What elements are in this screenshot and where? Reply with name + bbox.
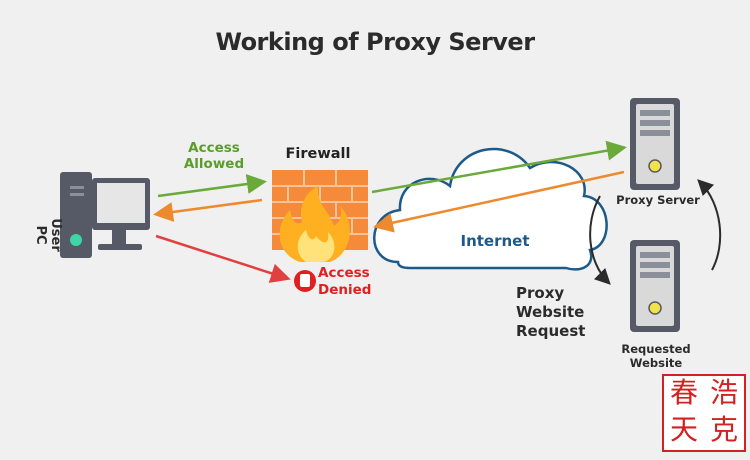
proxy-to-website-curve-arrow <box>589 195 611 285</box>
access-denied-label: Access Denied <box>318 265 372 298</box>
requested-website-label: Requested Website <box>621 342 691 370</box>
proxy-server-icon <box>630 98 680 190</box>
seal-char: 春 <box>669 376 698 409</box>
firewall-label: Firewall <box>285 146 351 162</box>
response-to-firewall-arrow <box>373 170 625 233</box>
response-to-pc-arrow <box>153 198 263 222</box>
requested-website-server-icon <box>630 240 680 332</box>
internet-label: Internet <box>460 232 530 250</box>
flame-icon <box>279 186 350 262</box>
access-denied-arrow <box>155 234 291 283</box>
user-pc-icon <box>60 172 150 258</box>
access-allowed-arrow <box>157 174 267 198</box>
internet-cloud <box>373 147 608 271</box>
website-to-proxy-curve-arrow <box>697 179 722 271</box>
seal-stamp: 春 浩 天 克 <box>662 374 746 452</box>
request-to-proxy-arrow <box>371 140 627 194</box>
seal-char: 天 <box>669 413 698 446</box>
seal-char: 克 <box>709 413 738 446</box>
access-allowed-label: Access Allowed <box>183 140 245 172</box>
diagram-title: Working of Proxy Server <box>215 28 535 56</box>
stop-hand-icon <box>294 270 316 292</box>
user-pc-label: User PC <box>33 218 63 252</box>
seal-char: 浩 <box>709 376 738 409</box>
proxy-server-label: Proxy Server <box>616 193 700 207</box>
proxy-website-request-label: Proxy Website Request <box>516 284 586 340</box>
